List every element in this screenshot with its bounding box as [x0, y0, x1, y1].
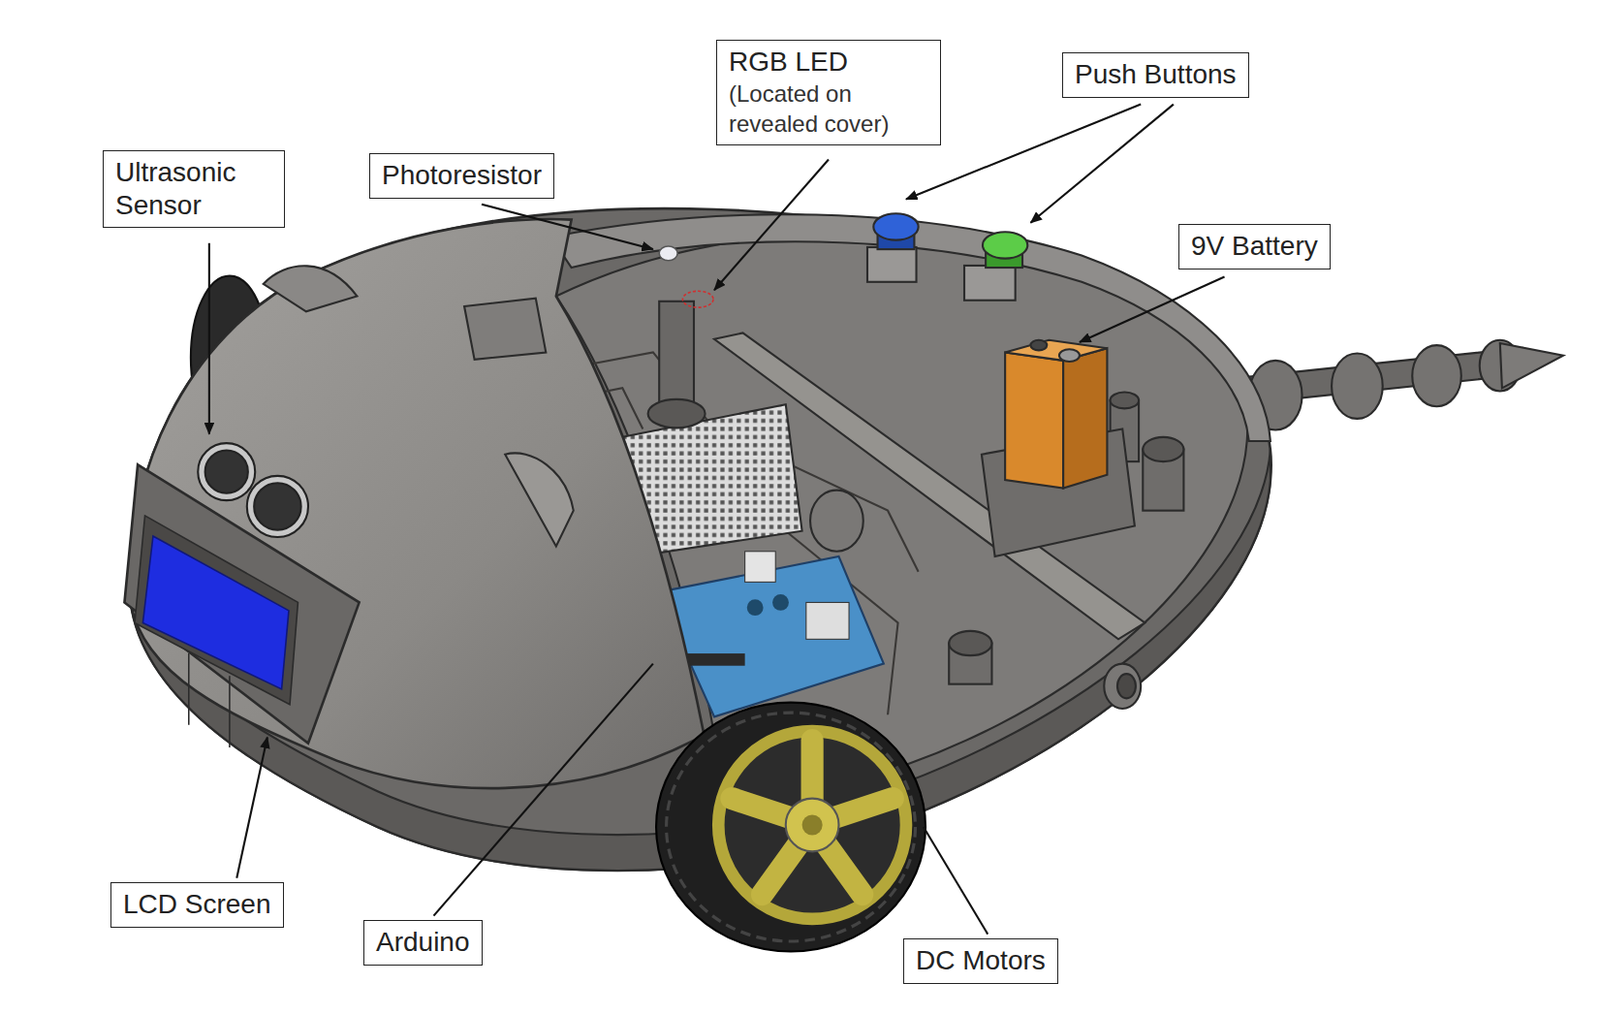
- callout-box: LCD Screen: [110, 881, 284, 928]
- callout-note: (Located on revealed cover): [728, 78, 929, 139]
- callout-box: Arduino: [363, 919, 483, 966]
- callout-label: DC Motors: [915, 943, 1046, 977]
- clip: [464, 298, 546, 360]
- callout-label: Push Buttons: [1074, 58, 1237, 92]
- tail: [1218, 340, 1564, 431]
- rgb-led-marker: [682, 290, 714, 308]
- callout-label: Arduino: [376, 925, 471, 959]
- photoresistor: [658, 246, 678, 261]
- led-pillar: [648, 301, 706, 429]
- callout-box: RGB LED(Located on revealed cover): [716, 39, 942, 146]
- push-button: [964, 231, 1028, 301]
- callout-label: RGB LED: [728, 45, 929, 79]
- callout-box: Ultrasonic Sensor: [102, 150, 285, 228]
- callout-label: 9V Battery: [1191, 229, 1318, 263]
- callout-label: Ultrasonic Sensor: [115, 156, 273, 221]
- callout-box: Push Buttons: [1062, 52, 1250, 98]
- callout-label: Photoresistor: [381, 158, 542, 192]
- push-button: [867, 213, 919, 283]
- ear: [263, 265, 358, 312]
- ear: [504, 452, 574, 546]
- callout-box: Photoresistor: [369, 153, 555, 199]
- callout-label: LCD Screen: [123, 887, 272, 921]
- top-rim: [551, 214, 1271, 441]
- callout-box: 9V Battery: [1178, 223, 1331, 270]
- leader-lines: [209, 104, 1225, 935]
- front-wheel: [656, 702, 926, 952]
- battery: [981, 340, 1135, 557]
- callout-box: DC Motors: [903, 938, 1059, 984]
- lcd-screen: [124, 464, 359, 748]
